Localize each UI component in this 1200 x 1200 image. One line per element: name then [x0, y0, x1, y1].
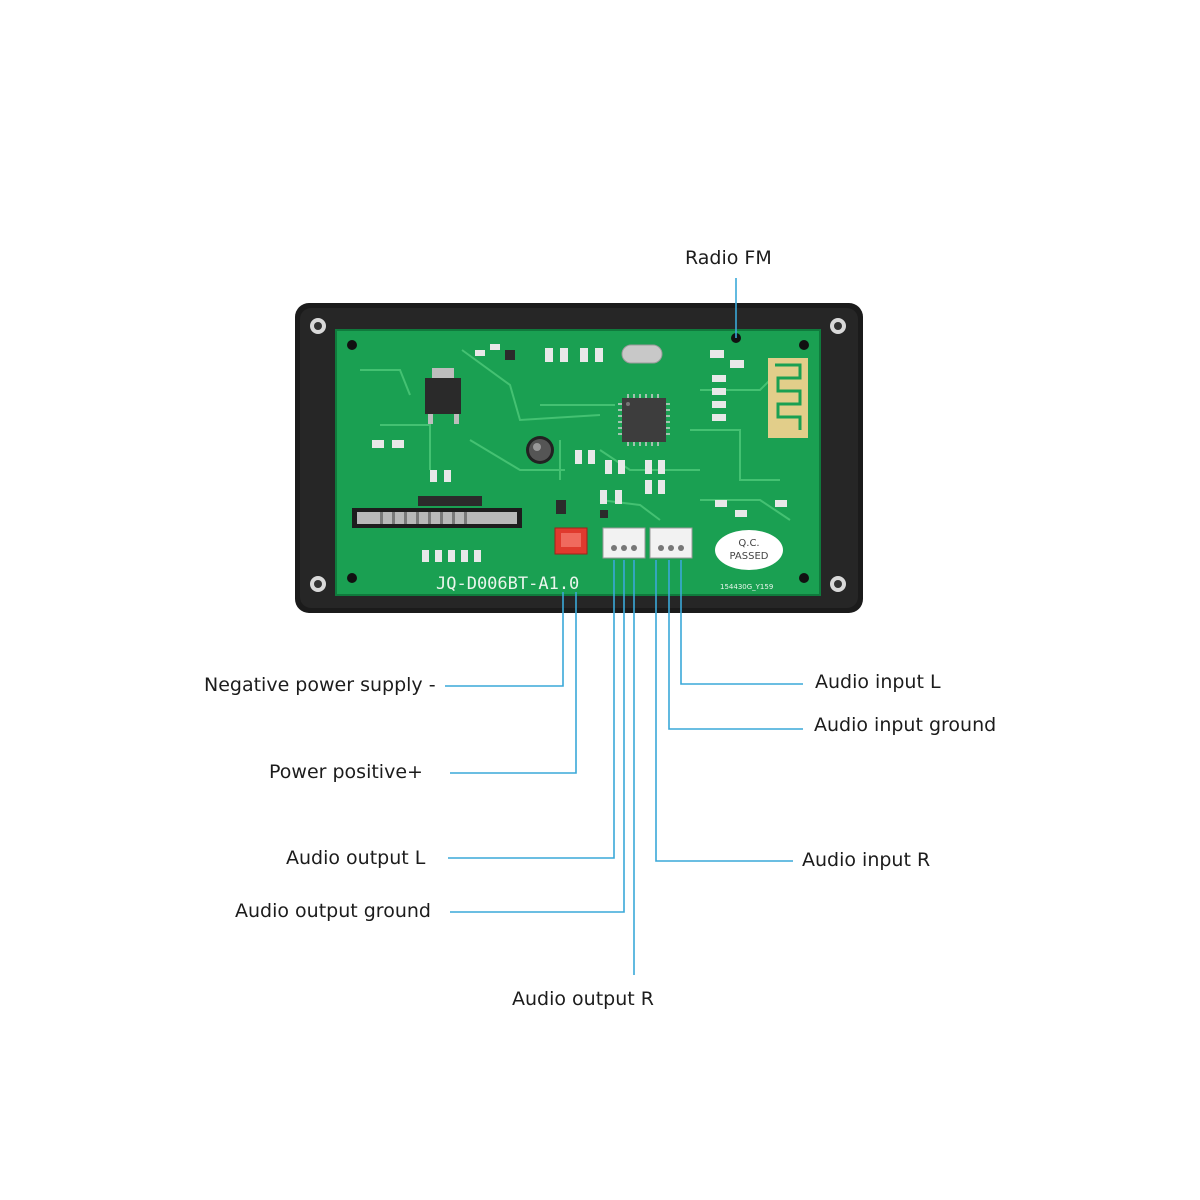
leader-audio-output-l [448, 560, 615, 859]
label-audio-output-l: Audio output L [286, 847, 426, 869]
label-audio-input-ground: Audio input ground [814, 714, 997, 736]
leader-audio-input-l [680, 560, 803, 685]
label-audio-input-r: Audio input R [802, 849, 931, 871]
pcb-traces [360, 349, 791, 521]
audio-input-connector [649, 527, 693, 559]
label-audio-output-r: Audio output R [512, 988, 654, 1010]
leader-audio-input-r [655, 560, 793, 862]
label-power-positive: Power positive+ [269, 761, 423, 783]
antenna [768, 358, 808, 438]
board-model-text: JQ-D006BT-A1.0 [436, 574, 579, 594]
leader-audio-input-ground [668, 560, 803, 730]
leader-negative-power [445, 592, 564, 687]
crystal [621, 344, 663, 364]
leader-lines [445, 278, 803, 975]
label-radio-fm: Radio FM [685, 247, 772, 269]
qc-line2: PASSED [730, 551, 769, 562]
qc-line1: Q.C. [738, 538, 759, 549]
sd-card-slot [352, 508, 522, 528]
audio-output-connector [602, 527, 646, 559]
board-serial-text: 154430G_Y159 [720, 583, 773, 591]
label-audio-input-l: Audio input L [815, 671, 941, 693]
main-chip [618, 394, 670, 446]
leader-audio-output-ground [450, 560, 625, 913]
leader-power-positive [450, 592, 577, 774]
pcb: Q.C. PASSED JQ-D006BT-A1.0 154430G_Y159 [335, 329, 821, 596]
regulator-chip [425, 378, 461, 414]
label-audio-output-ground: Audio output ground [235, 900, 431, 922]
qc-sticker: Q.C. PASSED [715, 530, 783, 570]
label-negative-power-supply: Negative power supply - [204, 674, 436, 696]
